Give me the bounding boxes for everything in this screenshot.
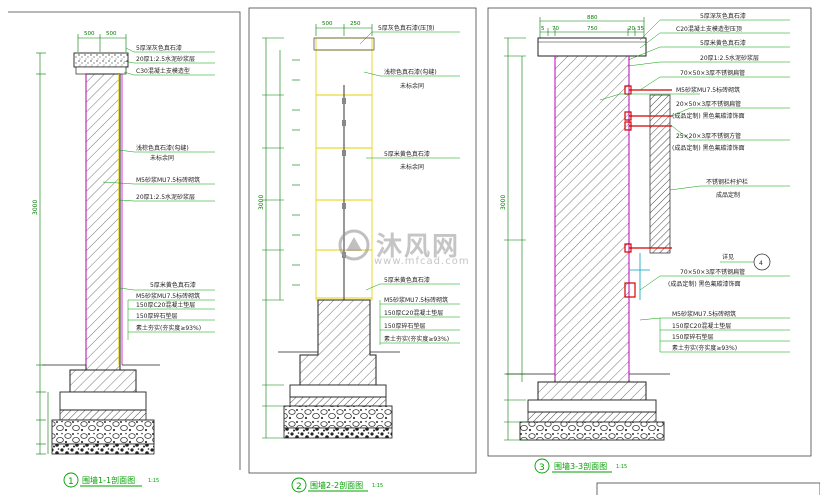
- panel2-dim-height: 3000: [258, 195, 265, 210]
- panel1-number: 1: [68, 477, 74, 487]
- p1-label-1: 20厚1:2.5水泥砂浆层: [136, 55, 195, 63]
- panel2-dim-top-a: 500: [322, 21, 333, 27]
- p2-label-3: 5厚米黄色真石漆: [384, 150, 430, 158]
- p2-label-6: M5砂浆MU7.5标砖砌筑: [384, 296, 448, 304]
- p3-label-13: 4: [759, 260, 763, 267]
- sheet-frames: [8, 7, 820, 495]
- p3-label-11: 成品定制: [716, 191, 740, 199]
- panel3-dim-top-2: 70: [552, 26, 559, 32]
- p3-label-1: C20混凝土支模造型压顶: [676, 25, 742, 33]
- panel2-dim-top-b: 250: [350, 21, 361, 27]
- p3-label-8: 25×20×3厚不锈钢方管: [676, 132, 741, 140]
- panel2-number: 2: [296, 482, 302, 492]
- panel2-caption: 围墙2-2剖面图: [310, 480, 363, 490]
- panel3-dim-top-3: 750: [587, 26, 598, 32]
- p1-label-6: 20厚1:2.5水泥砂浆层: [136, 193, 195, 201]
- p3-label-4: 70×50×3厚不锈钢扁管: [680, 69, 745, 77]
- panel2-scale: 1:15: [372, 483, 383, 489]
- p3-label-18: 150厚碎石垫层: [672, 333, 713, 341]
- p3-label-6: 20×50×3厚不锈钢扁管: [676, 100, 741, 108]
- p2-label-0: 5厚灰色真石漆(压顶): [378, 24, 435, 32]
- p3-label-16: M5砂浆MU7.5标砖砌筑: [672, 310, 736, 318]
- panel3-dim-top-0: 880: [587, 15, 598, 21]
- p1-label-2: C30混凝土支模造型: [136, 67, 190, 75]
- p1-label-9: 150厚C20混凝土垫层: [136, 301, 195, 309]
- panel3-dim-top-5: 35: [637, 26, 644, 32]
- p1-label-3: 浅棕色真石漆(勾缝): [136, 144, 189, 152]
- panel3-dim-top-1: 5: [541, 26, 545, 32]
- p3-label-17: 150厚C20混凝土垫层: [672, 322, 731, 330]
- p3-label-7: (成品定制) 黑色氟碳漆饰面: [672, 112, 745, 120]
- p2-label-8: 150厚碎石垫层: [384, 322, 425, 330]
- p2-label-9: 素土夯实(夯实度≥93%): [384, 335, 449, 343]
- section-3-3: 880 5 70 750 20 35: [500, 12, 790, 474]
- p3-label-9: (成品定制) 黑色氟碳漆饰面: [672, 144, 745, 152]
- p1-label-11: 素土夯实(夯实度≥93%): [136, 324, 201, 332]
- p3-label-14: 70×50×3厚不锈钢扁管: [680, 268, 745, 276]
- p1-label-4: 未标余同: [150, 154, 174, 162]
- p1-label-5: M5砂浆MU7.5标砖砌筑: [136, 176, 200, 184]
- panel1-caption: 围墙1-1剖面图: [82, 475, 135, 485]
- p3-label-2: 5厚米黄色真石漆: [700, 39, 746, 47]
- p1-label-10: 150厚碎石垫层: [136, 312, 177, 320]
- panel1-scale: 1:15: [148, 478, 159, 484]
- panel1-dim-top-a: 500: [84, 31, 95, 37]
- panel3-caption: 围墙3-3剖面图: [554, 461, 607, 471]
- p1-label-7: 5厚米黄色真石漆: [150, 281, 196, 289]
- p3-label-5: M5砂浆MU7.5标砖砌筑: [676, 86, 740, 94]
- p3-label-12: 详见: [722, 253, 734, 261]
- panel1-dim-height: 3000: [32, 200, 39, 215]
- p2-label-7: 150厚C20混凝土垫层: [384, 309, 443, 317]
- panel3-number: 3: [539, 463, 545, 473]
- p3-label-15: (成品定制) 黑色氟碳漆饰面: [668, 280, 741, 288]
- p3-label-3: 20厚1:2.5水泥砂浆层: [700, 54, 759, 62]
- panel1-dim-top-b: 500: [106, 31, 117, 37]
- p2-label-2: 未标余同: [400, 82, 424, 90]
- p2-label-1: 浅棕色真石漆(勾缝): [384, 68, 437, 76]
- p2-label-4: 未标余同: [400, 163, 424, 171]
- p1-label-0: 5厚深灰色真石漆: [136, 44, 182, 52]
- p3-label-0: 5厚深灰色真石漆: [700, 12, 746, 20]
- panel3-scale: 1:15: [616, 464, 627, 470]
- section-2-2: 500 250: [258, 21, 460, 493]
- p2-label-5: 5厚米黄色真石漆: [384, 276, 430, 284]
- p3-label-10: 不锈钢栏杆护栏: [706, 178, 748, 186]
- p1-label-8: M5砂浆MU7.5标砖砌筑: [136, 292, 200, 300]
- p3-label-19: 素土夯实(夯实度≥93%): [672, 344, 737, 352]
- panel3-dim-top-4: 20: [628, 26, 635, 32]
- section-1-1: 500 500 3000: [32, 31, 215, 488]
- panel3-dim-height: 3000: [500, 195, 507, 210]
